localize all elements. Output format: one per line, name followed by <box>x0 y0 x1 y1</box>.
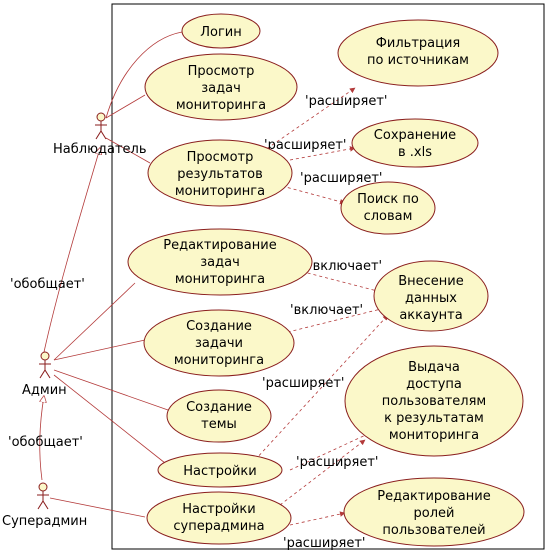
edge-filter-extends <box>261 87 356 153</box>
edge-create-includes <box>275 306 386 336</box>
svg-text:аккаунта: аккаунта <box>399 308 462 323</box>
svg-text:к результатам: к результатам <box>384 411 484 426</box>
label-extends-save: 'расширяет' <box>264 138 347 153</box>
actor-observer-label: Наблюдатель <box>53 142 147 157</box>
svg-text:Поиск по: Поиск по <box>357 192 419 207</box>
use-case-view-results: Просмотр результатов мониторинга <box>147 139 293 207</box>
svg-text:мониторинга: мониторинга <box>174 353 264 368</box>
use-case-search-words: Поиск по словам <box>340 181 436 235</box>
svg-text:пользователям: пользователям <box>382 394 486 409</box>
use-case-create-topic: Создание темы <box>166 389 272 443</box>
edge-superadmin-generalizes-admin <box>40 396 44 481</box>
label-includes-create: 'включает' <box>290 303 363 318</box>
svg-text:мониторинга: мониторинга <box>176 98 266 113</box>
actor-superadmin <box>37 482 49 510</box>
svg-text:суперадмина: суперадмина <box>173 519 264 534</box>
svg-text:по источникам: по источникам <box>367 53 469 68</box>
use-case-edit-roles: Редактирование ролей пользователей <box>343 477 525 547</box>
svg-text:словам: словам <box>364 209 413 224</box>
use-case-enter-account: Внесение данных аккаунта <box>373 260 489 332</box>
svg-text:Просмотр: Просмотр <box>187 150 254 165</box>
label-extends-search: 'расширяет' <box>300 171 383 186</box>
use-case-save-xls: Сохранение в .xls <box>351 118 479 168</box>
label-extends-settings-account: 'расширяет' <box>262 376 345 391</box>
actor-observer <box>95 112 107 140</box>
edge-settings-extends-account <box>254 314 389 461</box>
svg-text:задач: задач <box>201 81 241 96</box>
edge-observer-view-results <box>105 137 151 164</box>
edge-observer-login <box>105 31 183 119</box>
svg-text:пользователей: пользователей <box>382 523 485 538</box>
svg-text:Создание: Создание <box>186 319 252 334</box>
edge-save-extends <box>289 146 356 161</box>
edge-search-extends <box>281 185 346 205</box>
svg-text:задачи: задачи <box>195 336 243 351</box>
label-generalizes-admin: 'обобщает' <box>10 277 85 292</box>
edge-admin-settings <box>53 374 166 464</box>
svg-text:Сохранение: Сохранение <box>374 128 456 143</box>
svg-text:задач: задач <box>200 255 240 270</box>
use-case-settings: Настройки <box>157 452 283 488</box>
svg-text:Редактирование: Редактирование <box>377 489 490 504</box>
use-case-view-tasks: Просмотр задач мониторинга <box>144 53 298 121</box>
edge-superadmin-extends-roles <box>289 511 346 526</box>
edge-admin-generalizes-observer <box>43 148 100 353</box>
edge-admin-create-topic <box>53 369 169 411</box>
svg-text:Логин: Логин <box>200 25 242 40</box>
use-case-grant-access: Выдача доступа пользователям к результат… <box>344 345 524 457</box>
svg-text:Внесение: Внесение <box>398 274 464 289</box>
edge-superadmin-settings <box>49 497 146 518</box>
label-generalizes-superadmin: 'обобщает' <box>8 435 83 450</box>
svg-text:Создание: Создание <box>186 400 252 415</box>
label-extends-roles: 'расширяет' <box>283 536 366 551</box>
edge-admin-edit-tasks <box>53 282 136 361</box>
svg-text:мониторинга: мониторинга <box>389 428 479 443</box>
actor-admin-label: Админ <box>22 383 67 398</box>
edge-observer-view-tasks <box>105 94 146 119</box>
svg-text:результатов: результатов <box>177 167 263 182</box>
svg-text:Настройки: Настройки <box>183 464 256 479</box>
svg-text:мониторинга: мониторинга <box>175 184 265 199</box>
svg-text:Настройки: Настройки <box>182 502 255 517</box>
system-boundary <box>111 3 545 550</box>
use-case-superadmin-settings: Настройки суперадмина <box>146 491 292 545</box>
label-extends-filter: 'расширяет' <box>305 94 388 109</box>
edge-settings-extends-access <box>289 432 371 471</box>
svg-text:Редактирование: Редактирование <box>163 238 276 253</box>
actor-admin <box>39 351 51 379</box>
svg-text:мониторинга: мониторинга <box>175 272 265 287</box>
use-case-filter-sources: Фильтрация по источникам <box>337 19 499 87</box>
svg-text:данных: данных <box>405 291 457 306</box>
use-case-login: Логин <box>181 13 261 49</box>
actor-superadmin-label: Суперадмин <box>2 514 87 529</box>
edge-superadmin-extends-access <box>279 439 366 506</box>
label-includes-edit: 'включает' <box>309 259 382 274</box>
svg-text:доступа: доступа <box>406 377 462 392</box>
use-case-edit-tasks: Редактирование задач мониторинга <box>127 228 313 296</box>
svg-text:Просмотр: Просмотр <box>188 64 255 79</box>
edge-admin-create-task <box>53 339 146 361</box>
svg-text:Выдача: Выдача <box>408 360 460 375</box>
svg-text:в .xls: в .xls <box>398 145 432 160</box>
svg-text:Фильтрация: Фильтрация <box>376 36 461 51</box>
label-extends-settings-access: 'расширяет' <box>296 455 379 470</box>
svg-text:темы: темы <box>201 417 237 432</box>
svg-text:ролей: ролей <box>414 506 455 521</box>
use-case-create-task: Создание задачи мониторинга <box>143 309 295 377</box>
